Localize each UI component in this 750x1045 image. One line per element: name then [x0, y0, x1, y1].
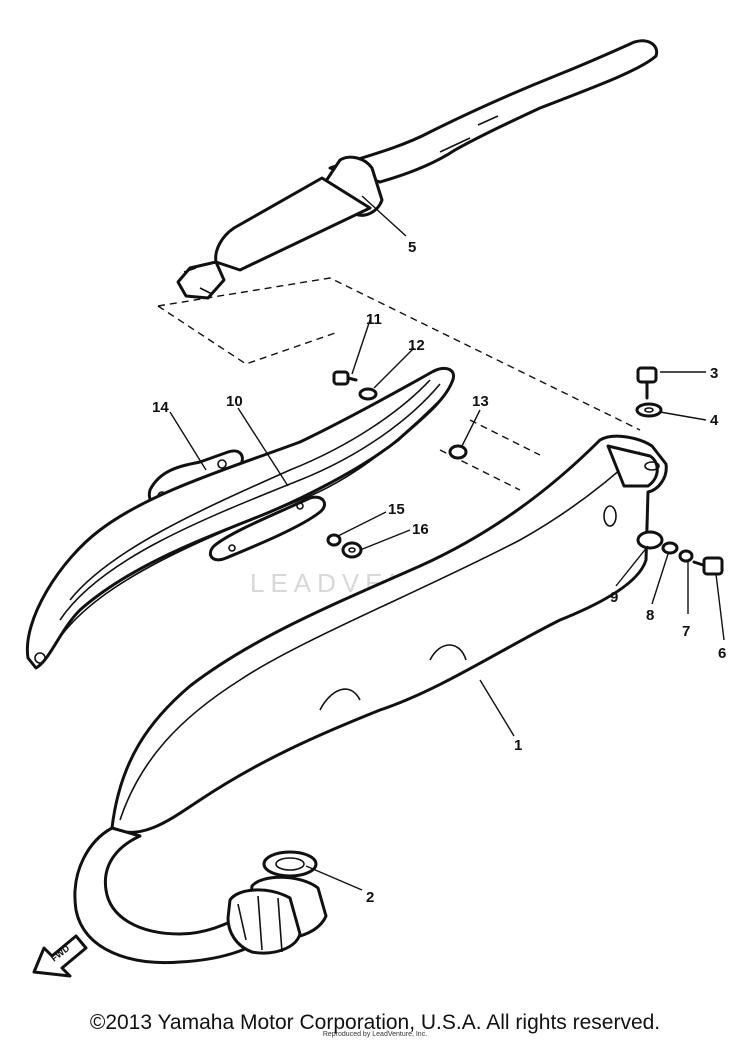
- callout-5: 5: [408, 239, 416, 256]
- callout-3: 3: [710, 365, 718, 382]
- callout-12: 12: [408, 337, 425, 354]
- callout-6: 6: [718, 645, 726, 662]
- assembly-guide-lines: [157, 277, 649, 521]
- leader-lines: [169, 195, 725, 891]
- silencer-tailpipe: [176, 39, 659, 300]
- exhaust-parts-diagram: LEADVENTURE: [25, 39, 726, 978]
- exhaust-joint: [226, 850, 328, 955]
- callout-8: 8: [646, 607, 654, 624]
- callout-13: 13: [472, 393, 489, 410]
- callout-1: 1: [514, 737, 522, 754]
- reproduced-by-notice: Reproduced by LeadVenture, Inc.: [322, 1031, 428, 1038]
- copyright-notice: ©2013 Yamaha Motor Corporation, U.S.A. A…: [89, 1011, 661, 1034]
- callout-11: 11: [366, 311, 382, 328]
- callout-14: 14: [152, 399, 169, 416]
- muffler-body: [110, 434, 668, 834]
- callout-7: 7: [682, 623, 690, 640]
- callout-10: 10: [226, 393, 243, 410]
- callout-2: 2: [366, 889, 374, 906]
- callout-9: 9: [610, 589, 618, 606]
- forward-arrow-icon: FWD: [32, 934, 88, 978]
- callout-4: 4: [710, 412, 719, 429]
- callout-16: 16: [412, 521, 429, 538]
- callout-15: 15: [388, 501, 405, 518]
- hardware-parts: [326, 366, 724, 576]
- muffler-protector: [25, 366, 455, 670]
